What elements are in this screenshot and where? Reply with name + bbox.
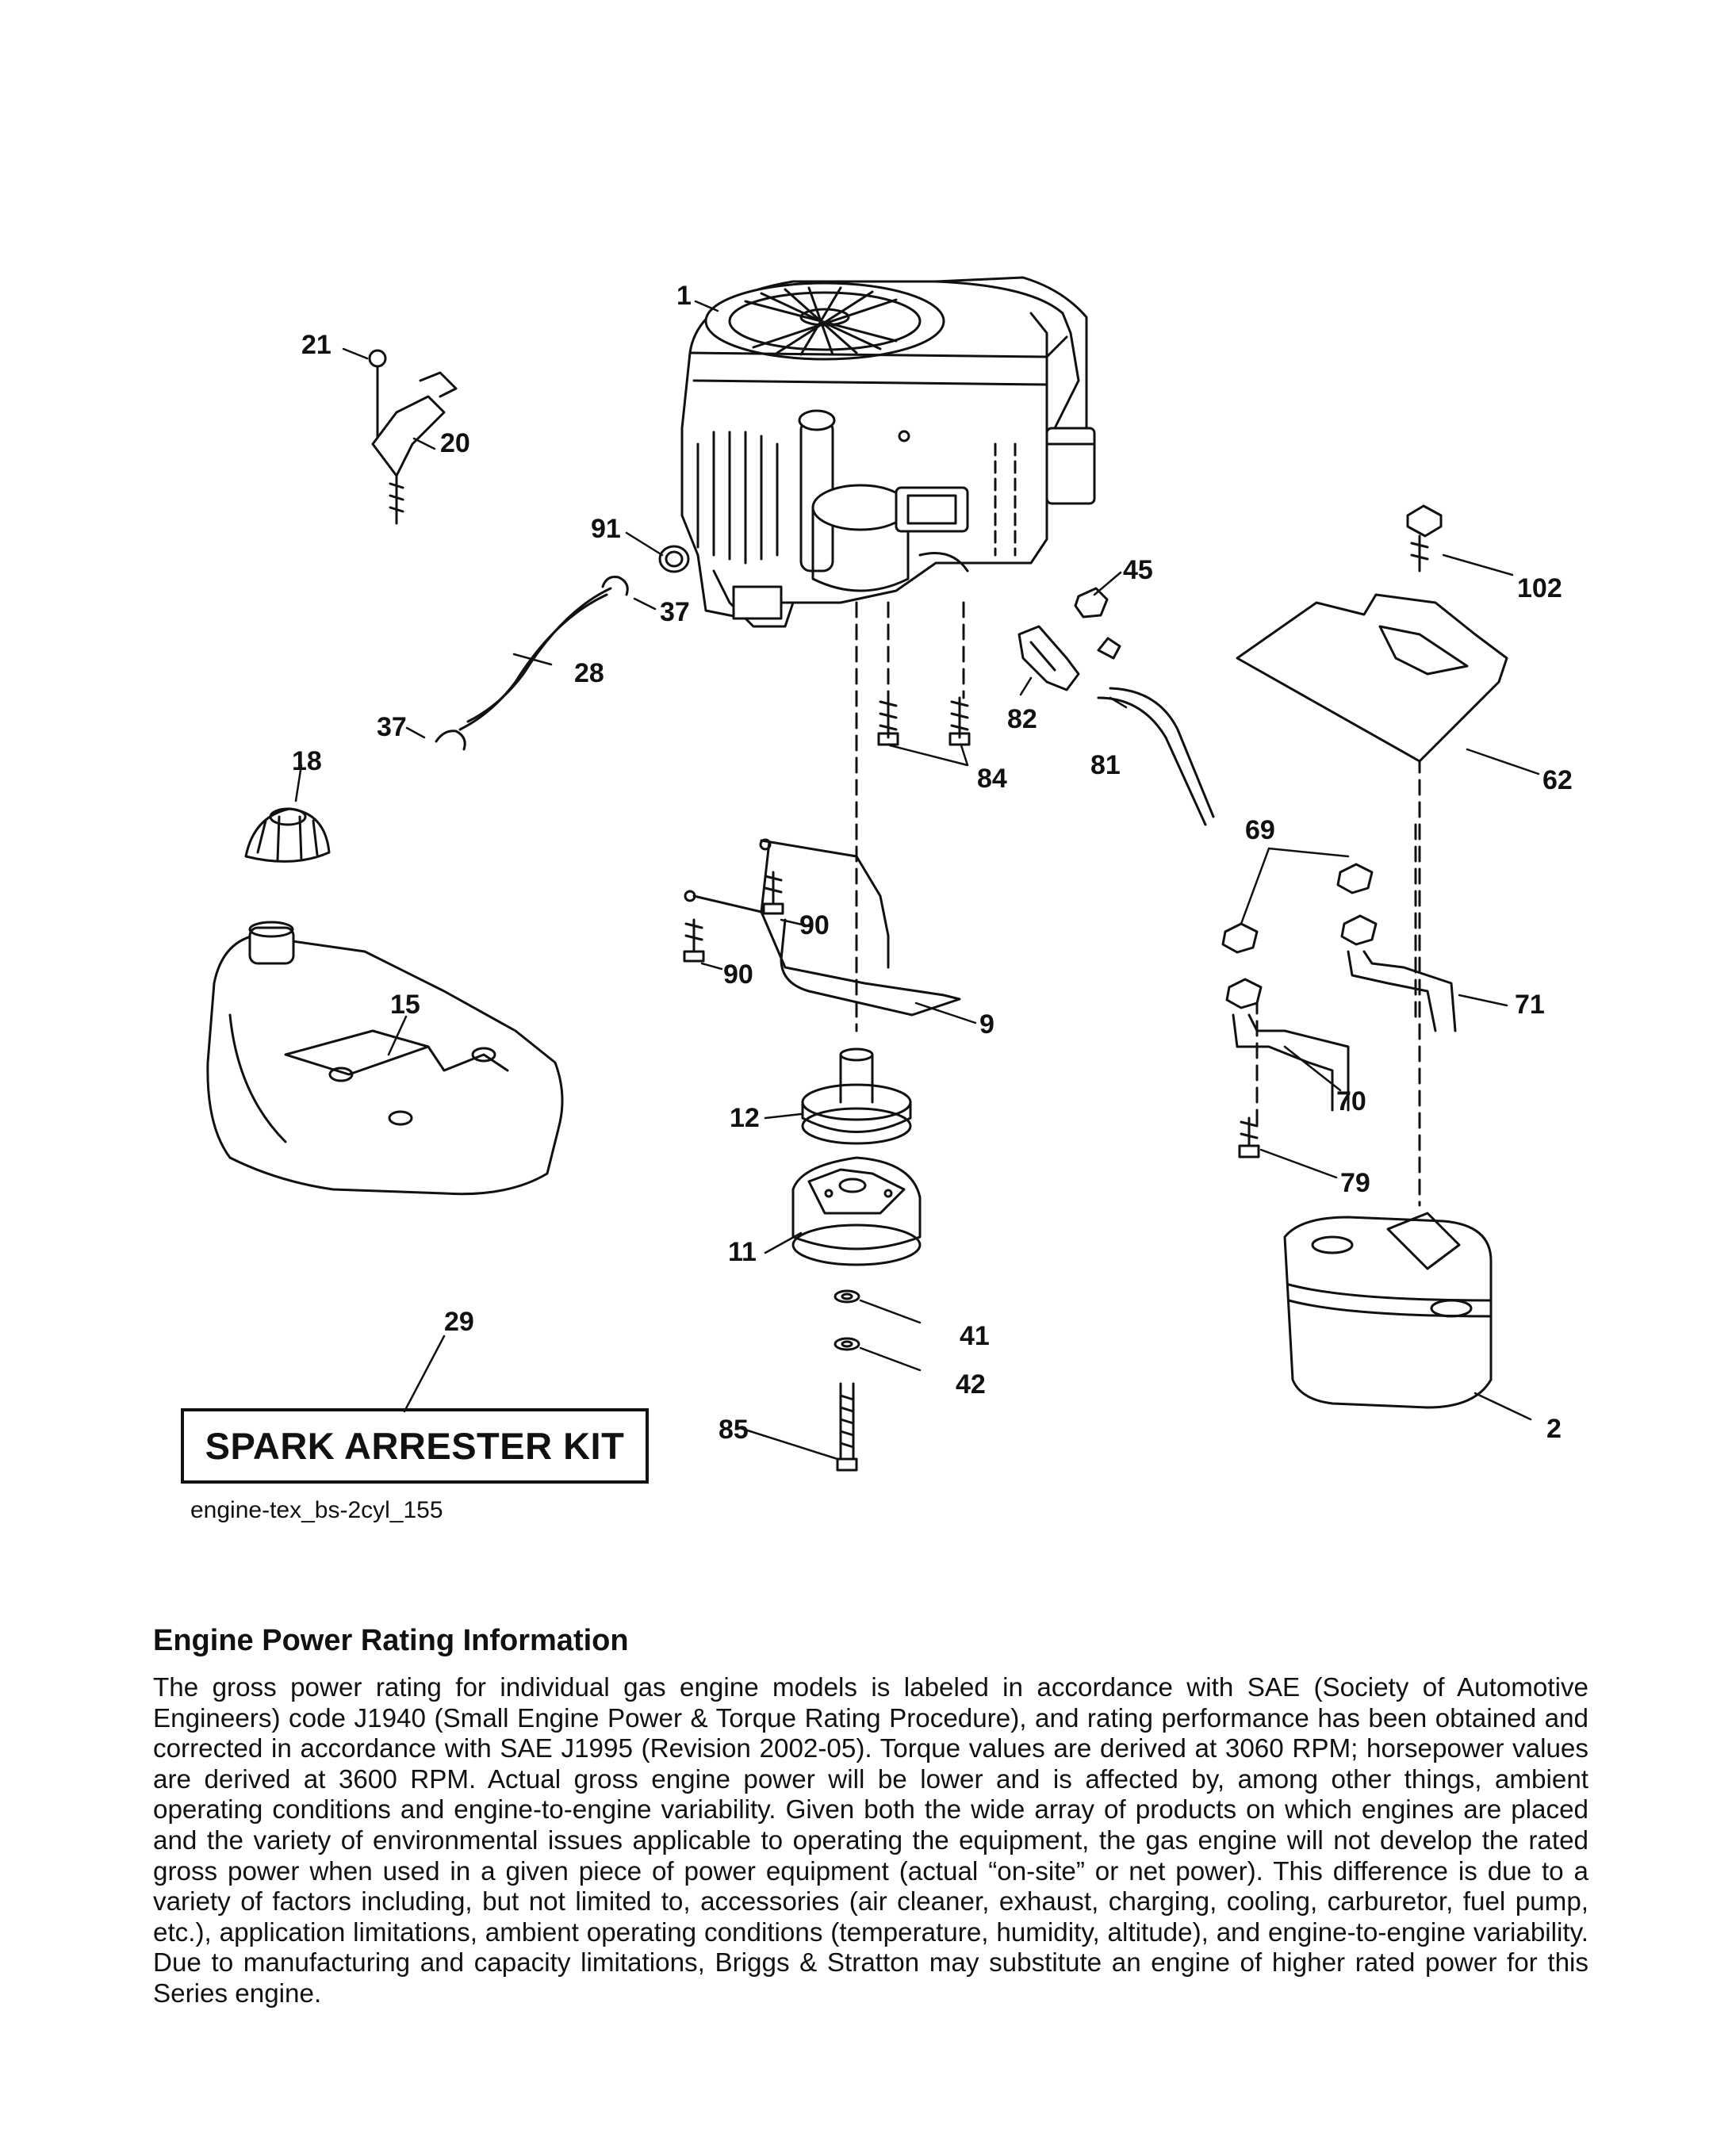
leader-lines <box>294 300 1540 1461</box>
diagram-id: engine-tex_bs-2cyl_155 <box>190 1497 443 1523</box>
callout-81: 81 <box>1090 750 1121 780</box>
callout-37: 37 <box>660 597 690 627</box>
callout-85: 85 <box>719 1415 749 1445</box>
callout-82: 82 <box>1007 704 1037 734</box>
fuel-filter-part-82 <box>877 587 1215 826</box>
spark-arrester-kit-label: SPARK ARRESTER KIT <box>205 1425 625 1467</box>
callout-90: 90 <box>799 910 830 940</box>
callout-84: 84 <box>977 764 1007 794</box>
callout-11: 11 <box>728 1237 757 1267</box>
fuel-tank-part-15 <box>206 921 564 1196</box>
callout-15: 15 <box>390 990 420 1020</box>
washers-bolt-parts <box>834 1289 860 1472</box>
engine-part-1 <box>680 276 1096 628</box>
info-body: The gross power rating for individual ga… <box>153 1673 1588 2009</box>
callout-18: 18 <box>292 746 322 776</box>
callout-42: 42 <box>956 1369 986 1400</box>
callout-37: 37 <box>377 712 407 742</box>
callout-2: 2 <box>1546 1414 1562 1444</box>
pulley-part-12 <box>801 1047 912 1145</box>
callout-70: 70 <box>1336 1086 1366 1116</box>
callout-29: 29 <box>444 1307 474 1337</box>
callout-28: 28 <box>574 658 604 688</box>
fuel-cap-part-18 <box>244 807 331 863</box>
callout-1: 1 <box>676 281 692 311</box>
callout-71: 71 <box>1515 990 1545 1020</box>
callout-12: 12 <box>730 1103 760 1133</box>
belt-guide-part-9 <box>683 838 961 1017</box>
callout-21: 21 <box>301 330 331 360</box>
callout-69: 69 <box>1245 815 1275 845</box>
callout-79: 79 <box>1340 1168 1370 1198</box>
heat-shield-part-62 <box>1236 504 1508 763</box>
clutch-part-11 <box>791 1156 922 1266</box>
callout-20: 20 <box>440 428 470 458</box>
assembly-centerlines <box>855 601 1421 1207</box>
info-heading: Engine Power Rating Information <box>153 1624 629 1657</box>
control-bracket-part-20 <box>368 349 458 525</box>
exhaust-parts-69-70-71 <box>1221 863 1457 1158</box>
muffler-part-2 <box>1283 1212 1493 1409</box>
callout-62: 62 <box>1542 765 1573 795</box>
callout-102: 102 <box>1517 573 1562 603</box>
callout-91: 91 <box>591 514 621 544</box>
callout-90: 90 <box>723 959 753 990</box>
fuel-line-part-28 <box>435 545 690 751</box>
callout-45: 45 <box>1123 555 1153 585</box>
callout-9: 9 <box>979 1009 994 1040</box>
spark-arrester-kit-box: SPARK ARRESTER KIT <box>181 1408 649 1484</box>
callout-41: 41 <box>960 1321 990 1351</box>
